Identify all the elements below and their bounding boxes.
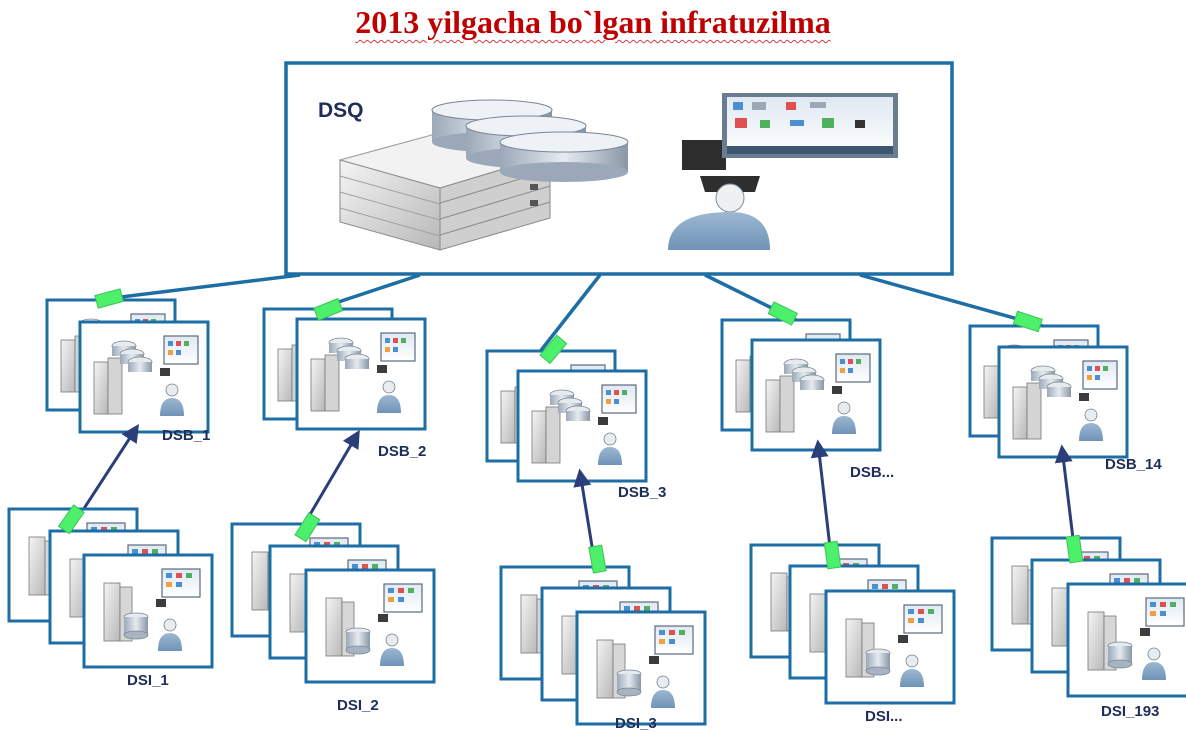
dsb-node-5 (968, 324, 1129, 459)
dsi-label-4: DSI... (865, 708, 903, 725)
connector-dsi-2 (294, 512, 321, 543)
connector-dsb-1 (94, 288, 124, 309)
connector-dsi-3 (588, 544, 607, 574)
connector-dsb-4 (767, 301, 798, 326)
link-dsq-dsb-3 (533, 273, 602, 360)
user-icon (668, 176, 770, 250)
connector-dsb-2 (313, 297, 344, 322)
dsb-node-1 (45, 298, 210, 434)
dsb-label-1: DSB_1 (162, 427, 211, 444)
title-text: 2013 yilgacha bo`lgan infratuzilma (355, 4, 831, 40)
dsb-node-4 (720, 318, 882, 452)
dsb-label-2: DSB_2 (378, 443, 427, 460)
connector-dsi-1 (57, 504, 85, 535)
dsb-label-3: DSB_3 (618, 484, 667, 501)
connector-dsi-4 (823, 540, 842, 570)
dsb-label-5: DSB_14 (1105, 456, 1162, 473)
dsi-node-5 (990, 536, 1186, 698)
connectors (57, 288, 1084, 574)
dsi-label-2: DSI_2 (337, 697, 379, 714)
dsi-label-5: DSI_193 (1101, 703, 1160, 720)
connector-dsi-5 (1065, 534, 1084, 564)
dsi-label-3: DSI_3 (615, 715, 657, 732)
dsb-label-4: DSB... (850, 464, 895, 481)
dsi-node-2 (230, 522, 436, 684)
dsi-node-1 (7, 507, 214, 669)
dsq-node: DSQ (284, 61, 954, 276)
diagram-title: 2013 yilgacha bo`lgan infratuzilma (0, 4, 1186, 41)
dsb-node-3 (485, 349, 648, 483)
monitor-icon (682, 93, 898, 170)
dsb-node-2 (262, 307, 427, 431)
dsi-node-3 (499, 565, 707, 726)
connector-dsb-5 (1012, 310, 1043, 333)
connector-dsb-3 (539, 334, 568, 365)
database-icon (431, 99, 629, 182)
dsq-label: DSQ (318, 99, 364, 122)
dsi-node-4 (749, 543, 956, 705)
dsi-label-1: DSI_1 (127, 672, 169, 689)
